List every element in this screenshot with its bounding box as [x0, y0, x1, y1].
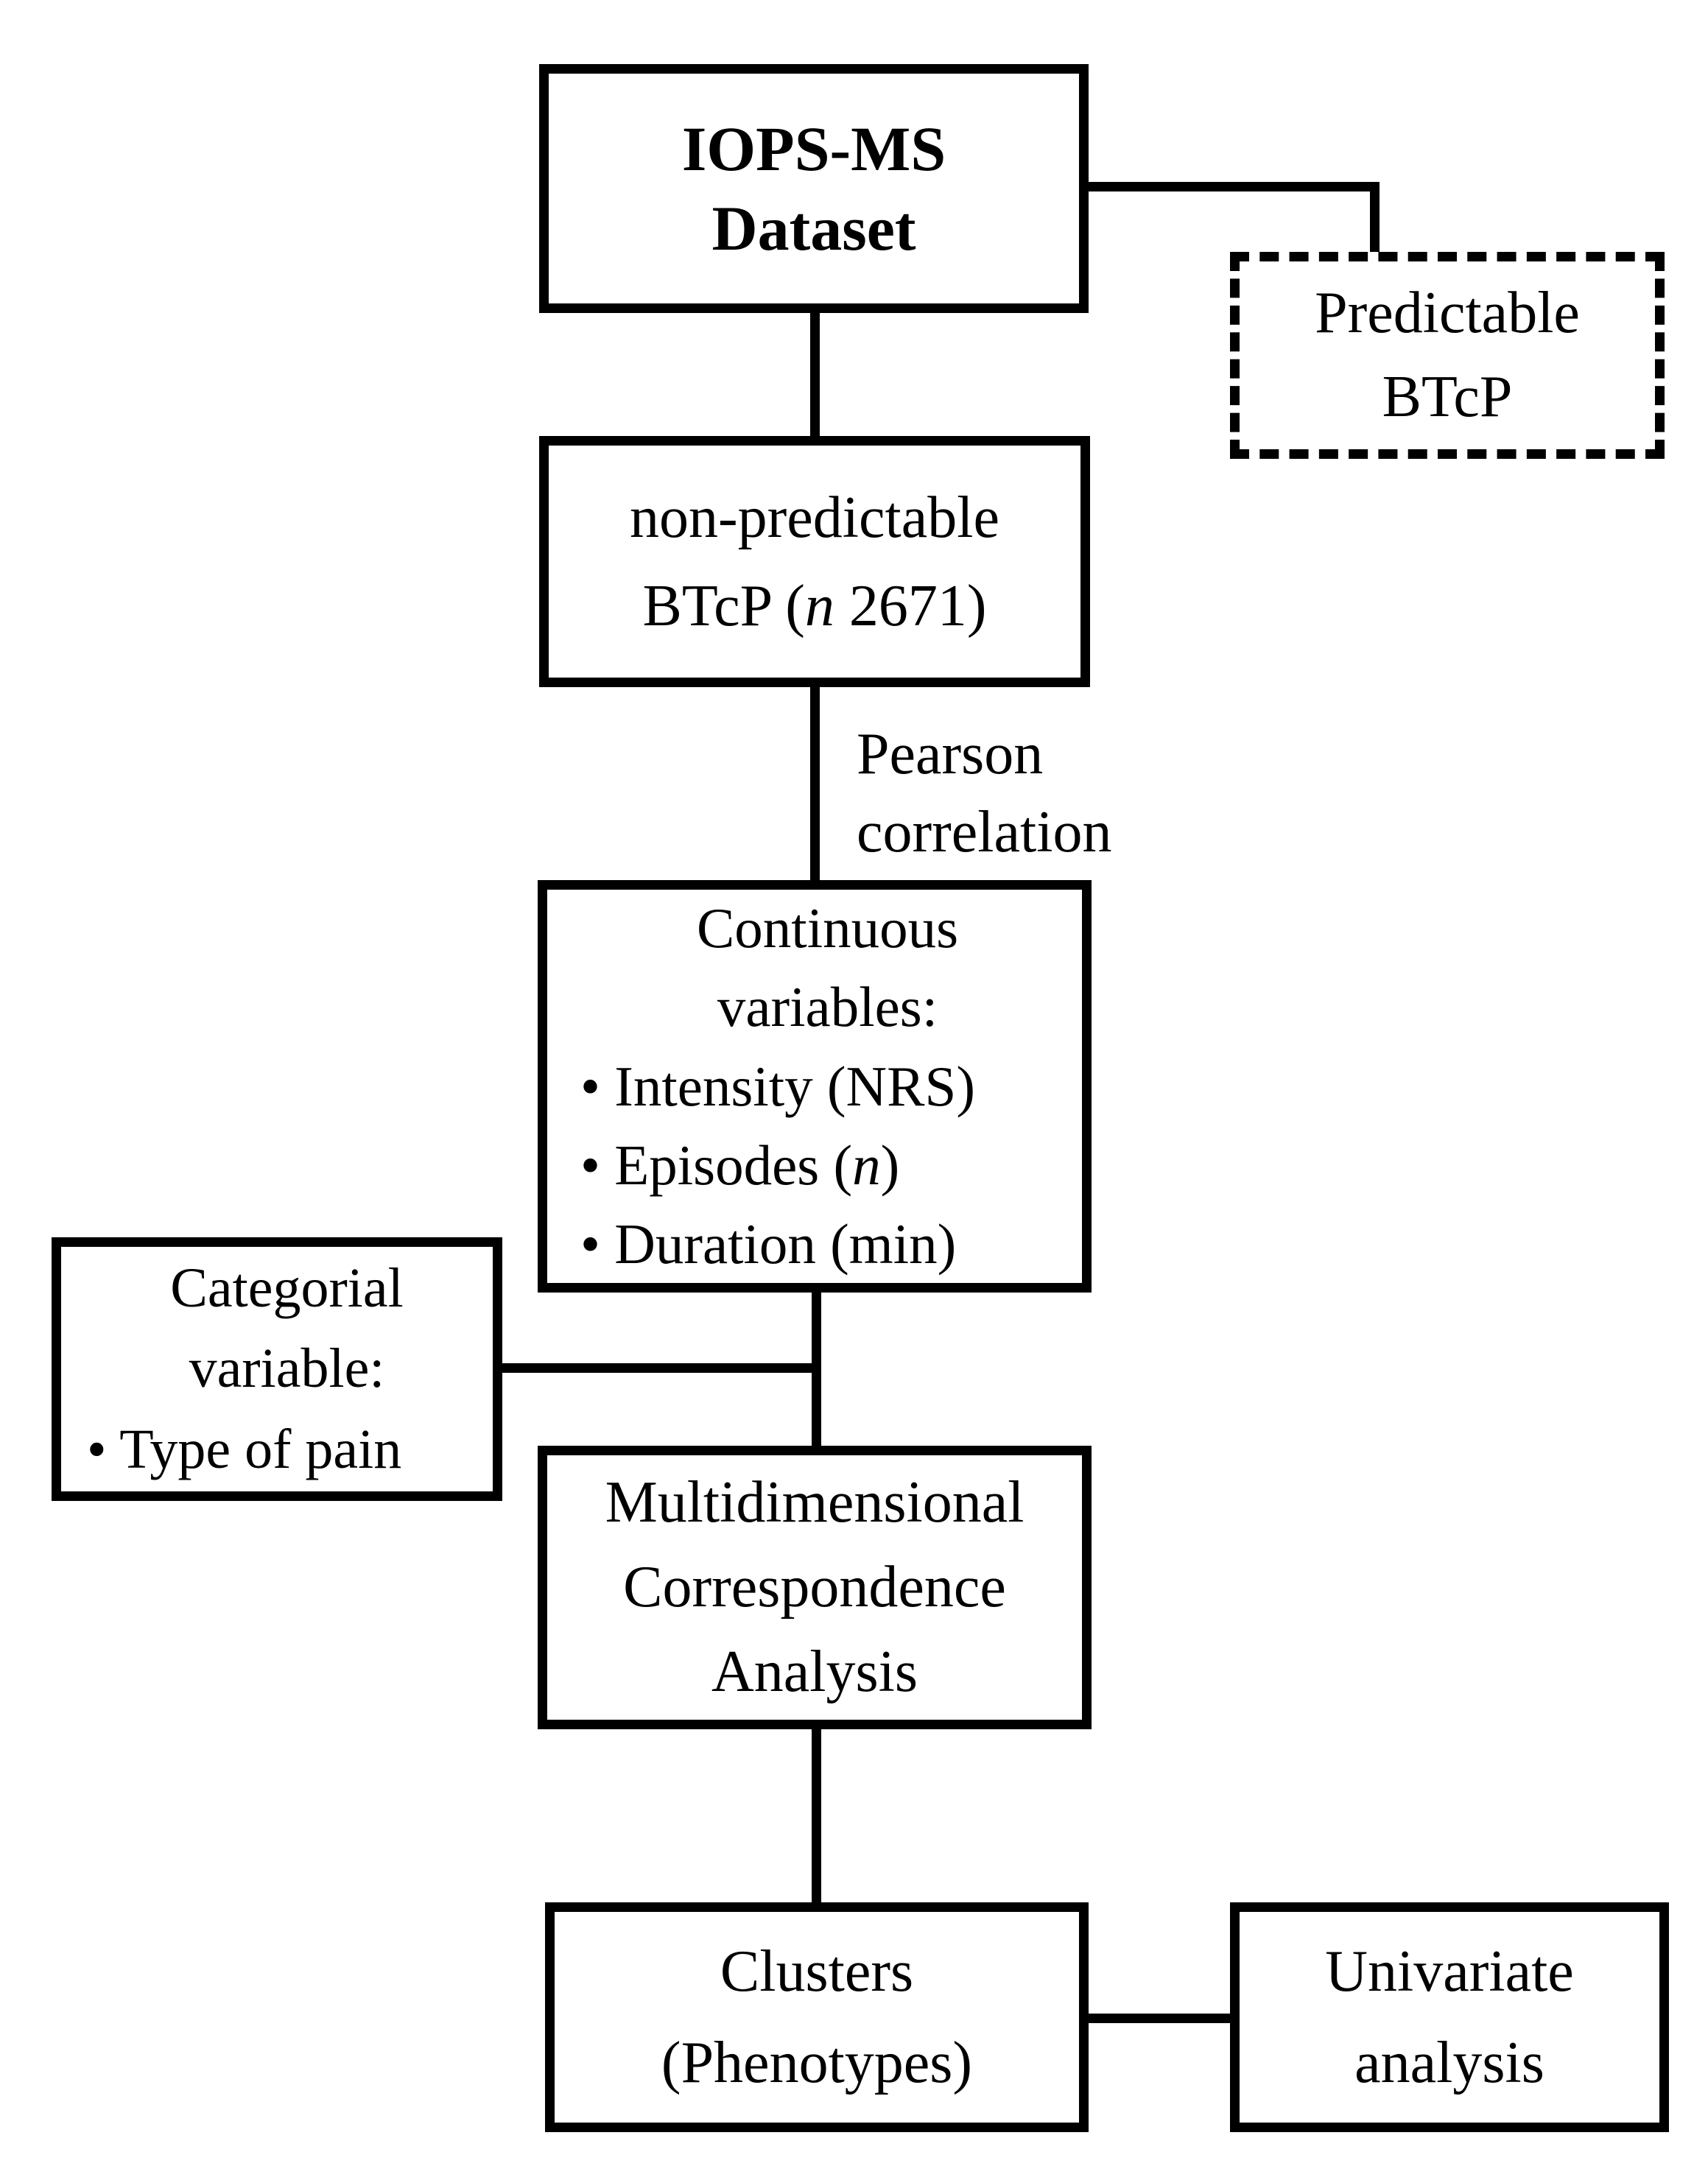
box-continuous-variables: Continuous variables: • Intensity (NRS) …	[538, 880, 1092, 1293]
edge-label-pearson-line1: Pearson	[857, 722, 1044, 787]
box-predictable-btcp: Predictable BTcP	[1230, 252, 1665, 459]
bullet-intensity-nrs: • Intensity (NRS)	[580, 1054, 975, 1118]
box-non-predictable-btcp-line1: non-predictable	[630, 485, 999, 550]
box-non-predictable-btcp: non-predictable BTcP (n 2671)	[539, 436, 1090, 687]
box-non-predictable-btcp-line2: BTcP (n 2671)	[642, 573, 987, 639]
edge-label-pearson-correlation: Pearson correlation	[857, 716, 1111, 871]
connector-dataset-to-predictable-vertical	[1370, 182, 1380, 252]
connector-mca-to-clusters	[812, 1729, 821, 1902]
box-categorial-variable-title2: variable:	[189, 1337, 385, 1400]
box-mca-line3: Analysis	[711, 1639, 918, 1705]
box-multidimensional-correspondence-analysis: Multidimensional Correspondence Analysis	[538, 1446, 1092, 1729]
bullet-episodes-n: • Episodes (n)	[580, 1133, 900, 1197]
edge-label-pearson-line2: correlation	[857, 799, 1112, 865]
connector-clusters-to-univariate	[1089, 2014, 1230, 2023]
bullet-duration-min: • Duration (min)	[580, 1212, 957, 1276]
box-clusters-phenotypes: Clusters (Phenotypes)	[545, 1902, 1089, 2132]
box-categorial-variable: Categorial variable: • Type of pain	[52, 1237, 502, 1501]
box-iops-ms-dataset-line1: IOPS-MS	[681, 113, 946, 184]
box-iops-ms-dataset-line2: Dataset	[711, 193, 916, 264]
box-univariate-line1: Univariate	[1325, 1939, 1574, 2004]
connector-dataset-to-nonpredictable	[810, 313, 820, 436]
box-clusters-line1: Clusters	[720, 1939, 914, 2004]
box-univariate-analysis: Univariate analysis	[1230, 1902, 1669, 2132]
box-categorial-variable-title1: Categorial	[170, 1256, 404, 1319]
box-clusters-line2: (Phenotypes)	[661, 2030, 973, 2095]
bullet-type-of-pain: • Type of pain	[87, 1418, 402, 1480]
box-continuous-variables-title2: variables:	[717, 975, 938, 1039]
box-mca-line2: Correspondence	[623, 1554, 1006, 1620]
box-predictable-btcp-line2: BTcP	[1382, 364, 1513, 429]
box-univariate-line2: analysis	[1354, 2030, 1544, 2095]
box-mca-line1: Multidimensional	[605, 1469, 1025, 1535]
connector-categorial-to-mca-line	[502, 1363, 821, 1373]
box-iops-ms-dataset: IOPS-MS Dataset	[539, 64, 1089, 313]
box-predictable-btcp-line1: Predictable	[1315, 280, 1580, 345]
connector-nonpredictable-to-continuous	[810, 686, 820, 880]
connector-dataset-to-predictable-horizontal	[1089, 182, 1380, 191]
box-continuous-variables-title1: Continuous	[696, 896, 959, 960]
